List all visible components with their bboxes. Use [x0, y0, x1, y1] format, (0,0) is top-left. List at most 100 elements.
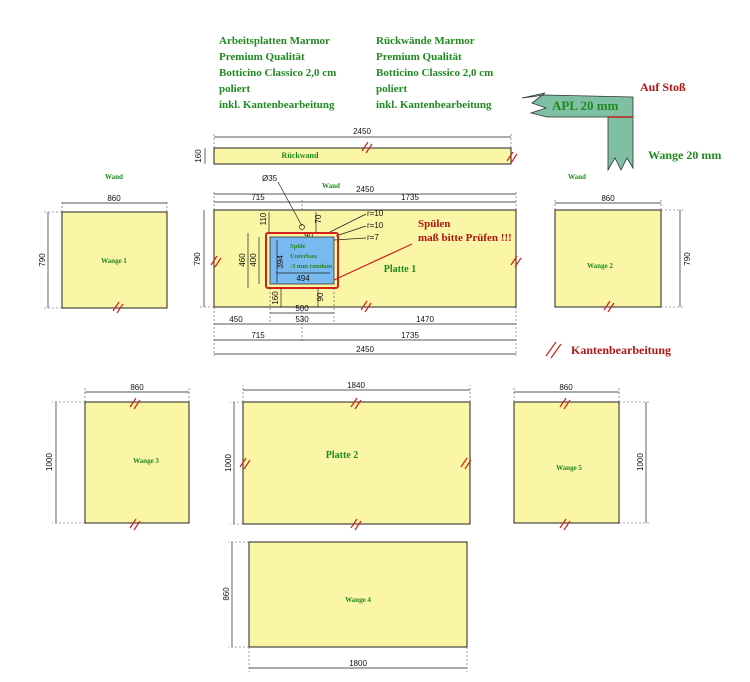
edge-mark-icon [214, 257, 222, 268]
bottom-450: 450 [229, 315, 243, 324]
leader-line [329, 213, 367, 233]
edge-mark-icon [563, 520, 571, 531]
edge-mark-icon [210, 255, 218, 266]
warning-line1: Spülen [418, 218, 450, 230]
note-line: poliert [219, 83, 251, 95]
wange1-width: 860 [107, 194, 121, 203]
edge-mark-icon [559, 397, 567, 408]
sink-rect [269, 236, 335, 285]
edge-mark-icon [510, 153, 518, 164]
wange5-height: 1000 [636, 453, 645, 471]
edge-mark-icon [360, 300, 368, 311]
edge-mark-icon [510, 255, 518, 266]
platte1-160: 160 [271, 291, 280, 305]
edge-mark-icon [239, 457, 247, 468]
platte2-label: Platte 2 [326, 450, 359, 461]
auf-stoss-label: Auf Stoß [640, 80, 686, 94]
platte1-top-total: 2450 [356, 185, 374, 194]
wange3-height: 1000 [45, 453, 54, 471]
rueckwand-panel: 2450 160 Rückwand [194, 127, 518, 165]
sink-494: 494 [296, 274, 310, 283]
platte1-panel: 2450 715 1735 790 Ø35 110 70 90 r=10 r=1… [193, 174, 522, 356]
note-line: Premium Qualität [219, 51, 305, 63]
note-line: Premium Qualität [376, 51, 462, 63]
wange5-width: 860 [559, 383, 573, 392]
platte1-top-1735: 1735 [401, 193, 419, 202]
platte2-height: 1000 [224, 454, 233, 472]
wange2-rect [554, 209, 662, 308]
note-line: poliert [376, 83, 408, 95]
edge-mark-icon [112, 301, 120, 312]
note-line: Botticino Classico 2,0 cm [376, 67, 494, 79]
wange2-height: 790 [683, 252, 692, 266]
note-line: Arbeitsplatten Marmor [219, 35, 330, 47]
edge-mark-icon [607, 302, 615, 313]
platte2-width: 1840 [347, 381, 365, 390]
arbeitsplatten-note: Arbeitsplatten Marmor Premium Qualität B… [219, 33, 336, 113]
edge-mark-icon [350, 397, 358, 408]
edge-mark-icon [514, 257, 522, 268]
sink-cutout-outline [265, 232, 339, 289]
edge-mark-icon [545, 341, 557, 357]
warning-arrow [333, 243, 413, 281]
wange1-rect [61, 211, 168, 309]
wange3-width: 860 [130, 383, 144, 392]
sink-460: 460 [238, 253, 247, 267]
wand-right-label: Wand [568, 173, 586, 181]
platte1-110: 110 [259, 212, 268, 225]
wange5-panel: 860 1000 Wange 5 [513, 383, 650, 531]
tap-hole-icon [299, 224, 305, 230]
wand-left-label: Wand [105, 173, 123, 181]
rueckwand-height: 160 [194, 149, 203, 163]
platte1-70: 70 [314, 214, 323, 223]
edge-mark-icon [550, 343, 562, 359]
edge-mark-icon [464, 459, 472, 470]
sink-394: 394 [276, 255, 285, 269]
platte1-label: Platte 1 [384, 264, 417, 275]
apl-shape [521, 92, 634, 118]
bottom-530: 530 [295, 315, 309, 324]
sink-line: Spüle [290, 243, 306, 250]
wange4-rect [248, 541, 468, 648]
wange2-label: Wange 2 [587, 262, 613, 270]
platte1-height: 790 [193, 252, 202, 266]
wange1-height: 790 [38, 253, 47, 267]
bottom-715: 715 [251, 331, 265, 340]
wange4-label: Wange 4 [345, 596, 371, 604]
warning-line2: maß bitte Prüfen !!! [418, 232, 512, 244]
platte1-90b: 90 [316, 292, 325, 301]
leader-line [335, 225, 367, 237]
leader-line [277, 181, 303, 227]
wand-center-label: Wand [322, 182, 340, 190]
rueckwand-width: 2450 [353, 127, 371, 136]
wange5-rect [513, 401, 620, 524]
bottom-1470: 1470 [416, 315, 434, 324]
edge-mark-icon [129, 397, 137, 408]
edge-mark-icon [559, 518, 567, 529]
platte2-rect [242, 401, 471, 525]
note-line: Rückwände Marmor [376, 35, 475, 47]
edge-mark-icon [116, 303, 124, 314]
edge-mark-icon [133, 399, 141, 410]
edge-mark-icon [506, 151, 514, 162]
edge-mark-icon [603, 300, 611, 311]
edge-mark-icon [563, 399, 571, 410]
wange5-label: Wange 5 [556, 464, 582, 472]
radius-2: r=10 [367, 221, 384, 230]
wange3-rect [84, 401, 190, 524]
edge-mark-icon [133, 520, 141, 531]
leader-line [333, 237, 367, 241]
radius-3: r=7 [367, 233, 379, 242]
edge-mark-icon [460, 457, 468, 468]
wange4-width: 1800 [349, 659, 367, 668]
wange3-label: Wange 3 [133, 457, 159, 465]
legend-joint: Auf Stoß APL 20 mm Wange 20 mm [521, 80, 721, 172]
edge-mark-icon [361, 141, 369, 152]
edge-mark-icon [354, 520, 362, 531]
wange3-panel: 860 1000 Wange 3 [45, 383, 190, 531]
wange-label: Wange 20 mm [648, 148, 721, 162]
platte2-panel: 1840 1000 Platte 2 [224, 381, 472, 531]
edge-mark-icon [243, 459, 251, 470]
wange1-panel: 860 790 Wange 1 [38, 194, 168, 314]
